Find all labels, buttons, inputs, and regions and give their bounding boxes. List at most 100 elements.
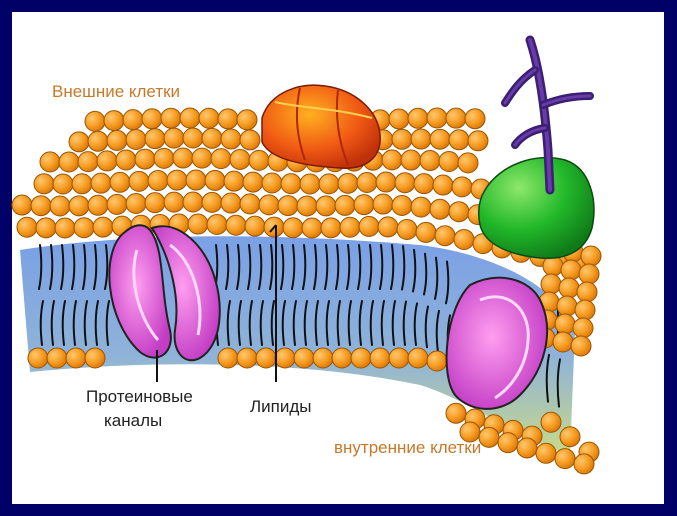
lipid-head <box>135 149 155 169</box>
lipid-head <box>581 246 601 266</box>
lipid-head <box>142 109 162 129</box>
lipid-head <box>378 217 398 237</box>
lipid-head <box>202 128 222 148</box>
lipid-head <box>126 193 146 213</box>
lipid-head <box>129 171 149 191</box>
lipid-head <box>536 443 556 463</box>
lipid-head <box>226 215 246 235</box>
lipid-head <box>354 195 374 215</box>
lipid-head <box>221 129 241 149</box>
lipid-head <box>211 149 231 169</box>
lipid-head <box>430 199 450 219</box>
lipid-head <box>373 194 393 214</box>
lipid-head <box>416 222 436 242</box>
lipid-head <box>335 195 355 215</box>
lipid-head <box>59 152 79 172</box>
lipid-head <box>145 129 165 149</box>
lipid-head <box>245 216 265 236</box>
lipid-head <box>449 202 469 222</box>
lipid-head <box>240 130 260 150</box>
lipid-head <box>541 274 561 294</box>
lipid-head <box>17 217 37 237</box>
lipid-head <box>218 109 238 129</box>
lipid-head <box>498 433 518 453</box>
lipid-head <box>243 172 263 192</box>
lipid-head <box>316 196 336 216</box>
lipid-head <box>28 348 48 368</box>
lipid-head <box>541 412 561 432</box>
lipid-head <box>275 348 295 368</box>
lipid-head <box>392 129 412 149</box>
lipids-label: Липиды <box>250 396 312 417</box>
lipid-head <box>78 152 98 172</box>
lipid-head <box>458 153 478 173</box>
lipid-head <box>183 128 203 148</box>
lipid-head <box>240 194 260 214</box>
lipid-head <box>392 195 412 215</box>
lipid-head <box>259 195 279 215</box>
lipid-head <box>107 194 127 214</box>
lipid-head <box>338 173 358 193</box>
lipid-head <box>281 174 301 194</box>
lipid-head <box>186 170 206 190</box>
lipid-head <box>164 192 184 212</box>
lipid-head <box>249 150 269 170</box>
lipid-head <box>579 264 599 284</box>
lipid-head <box>574 454 594 474</box>
lipid-head <box>224 171 244 191</box>
lipid-head <box>205 170 225 190</box>
lipid-head <box>297 196 317 216</box>
lipid-head <box>202 192 222 212</box>
lipid-head <box>256 348 276 368</box>
lipid-head <box>278 196 298 216</box>
lipid-head <box>74 218 94 238</box>
lipid-head <box>97 151 117 171</box>
lipid-head <box>560 427 580 447</box>
lipid-head <box>397 219 417 239</box>
lipid-head <box>47 348 67 368</box>
lipid-head <box>395 173 415 193</box>
lipid-head <box>199 108 219 128</box>
lipid-head <box>88 131 108 151</box>
lipid-head <box>173 148 193 168</box>
lipid-head <box>50 196 70 216</box>
lipid-head <box>332 348 352 368</box>
lipid-head <box>555 314 575 334</box>
lipid-head <box>577 282 597 302</box>
lipid-head <box>420 151 440 171</box>
lipid-head <box>446 403 466 423</box>
lipid-head <box>389 348 409 368</box>
lipid-head <box>164 128 184 148</box>
lipid-head <box>107 130 127 150</box>
lipid-head <box>411 197 431 217</box>
lipid-head <box>300 174 320 194</box>
lipid-head <box>573 318 593 338</box>
lipid-head <box>230 149 250 169</box>
lipid-head <box>376 172 396 192</box>
lipid-head <box>427 108 447 128</box>
lipid-head <box>575 300 595 320</box>
red-protein <box>262 85 380 168</box>
lipid-head <box>192 148 212 168</box>
lipid-head <box>553 332 573 352</box>
lipid-head <box>294 348 314 368</box>
lipid-head <box>430 129 450 149</box>
lipid-head <box>167 170 187 190</box>
lipid-head <box>340 217 360 237</box>
lipid-head <box>283 218 303 238</box>
lipid-head <box>454 229 474 249</box>
lipid-head <box>359 216 379 236</box>
lipid-head <box>40 152 60 172</box>
lipid-head <box>357 172 377 192</box>
lipid-head <box>207 214 227 234</box>
lipid-head <box>468 131 488 151</box>
lipid-head <box>313 348 333 368</box>
lipid-head <box>237 110 257 130</box>
lipid-head <box>69 196 89 216</box>
lipid-head <box>408 108 428 128</box>
lipid-head <box>104 111 124 131</box>
lipid-head <box>557 296 577 316</box>
lipid-head <box>183 192 203 212</box>
lipid-head <box>145 193 165 213</box>
lipid-head <box>262 173 282 193</box>
